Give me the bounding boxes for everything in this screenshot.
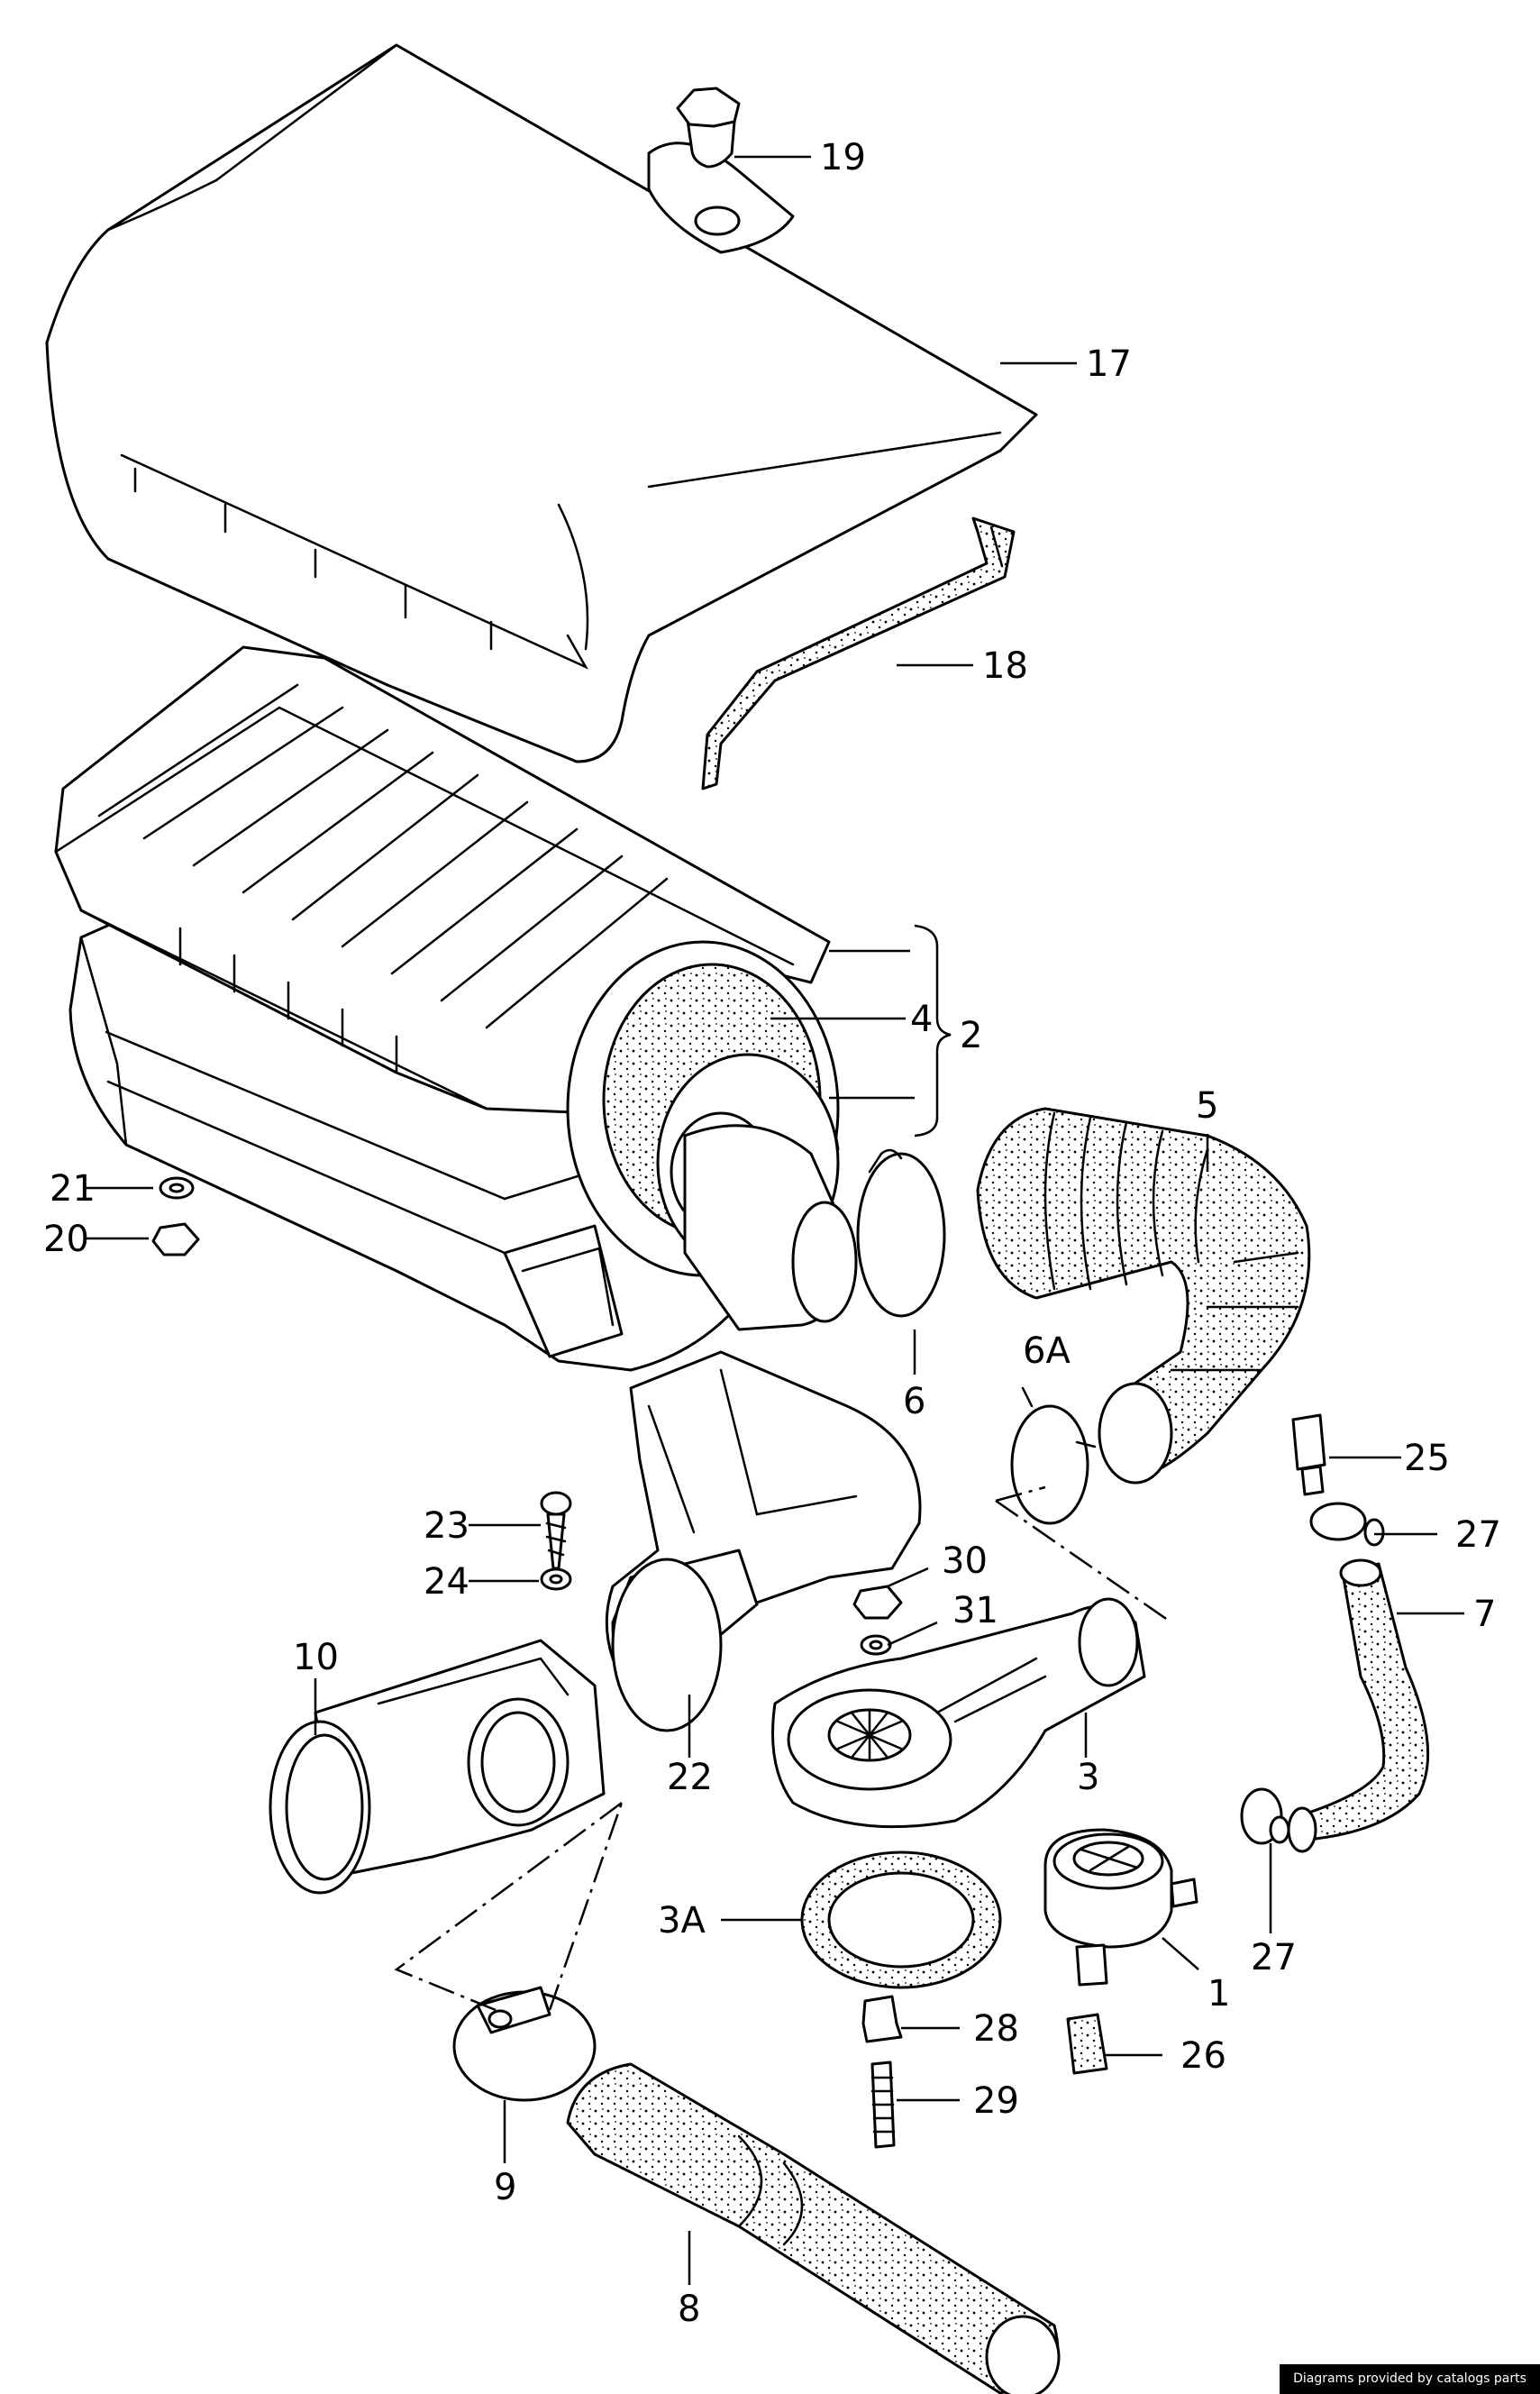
callout-8: 8 (678, 2289, 700, 2330)
callout-27-upper: 27 (1455, 1514, 1501, 1556)
washer-24 (540, 1567, 572, 1591)
leader-lines (86, 155, 1464, 2285)
breather-connector-25 (1291, 1413, 1326, 1496)
diagram-credit-badge: Diagrams provided by catalogs parts (1280, 2364, 1540, 2394)
callout-25: 25 (1404, 1438, 1450, 1479)
intake-elbow-22 (605, 1350, 922, 1732)
nut-20 (151, 1222, 200, 1256)
callout-9: 9 (494, 2167, 516, 2208)
callout-30: 30 (942, 1540, 988, 1582)
cap-26 (1066, 2013, 1108, 2075)
callout-31: 31 (952, 1590, 998, 1631)
callout-3a: 3A (658, 1900, 706, 1942)
callout-23: 23 (424, 1505, 469, 1547)
intake-hose-8 (566, 2062, 1061, 2394)
cover-seal (701, 516, 1016, 790)
screw-23 (540, 1491, 572, 1570)
hose-clamp-6 (856, 1148, 946, 1318)
breather-hose-7 (1287, 1558, 1430, 1853)
callout-4: 4 (910, 999, 933, 1040)
stud-29 (870, 2060, 896, 2149)
callout-6a: 6A (1023, 1330, 1071, 1372)
grommet-28 (861, 1995, 903, 2043)
assembly-lines (394, 1485, 1172, 2012)
callout-5: 5 (1196, 1085, 1218, 1127)
intake-resonator-3 (771, 1597, 1146, 1829)
pressure-valve-1 (1043, 1828, 1198, 1987)
hose-clamp-6a (1010, 1386, 1097, 1525)
callout-10: 10 (293, 1637, 339, 1678)
callout-6: 6 (903, 1381, 925, 1422)
cover-knob (676, 87, 741, 169)
callout-27-lower: 27 (1251, 1937, 1297, 1978)
air-cleaner-cover (45, 43, 1038, 763)
callout-bracket-2 (914, 924, 952, 1138)
callout-26: 26 (1180, 2035, 1226, 2077)
callout-19: 19 (820, 137, 866, 178)
corrugated-intake-hose (976, 1107, 1311, 1485)
callout-24: 24 (424, 1561, 469, 1603)
washer-31 (860, 1634, 892, 1656)
callout-29: 29 (973, 2080, 1019, 2122)
hose-clip-27-lower (1240, 1787, 1290, 1845)
air-mass-meter (269, 1639, 606, 1895)
nut-30 (852, 1585, 903, 1620)
callout-7: 7 (1473, 1594, 1496, 1635)
callout-18: 18 (982, 645, 1028, 687)
callout-labels: 19 17 18 4 2 5 21 20 6 6A 25 27 7 23 24 … (43, 137, 1501, 2330)
seal-ring-3a (800, 1850, 1002, 1989)
housing-outlet-pipe (683, 1124, 858, 1331)
hose-clamp-9 (452, 1986, 597, 2102)
callout-20: 20 (43, 1219, 89, 1260)
callout-17: 17 (1086, 343, 1132, 385)
callout-22: 22 (667, 1757, 713, 1798)
callout-1: 1 (1207, 1973, 1230, 2015)
washer-21 (159, 1176, 195, 1200)
callout-2: 2 (960, 1015, 982, 1056)
hose-clip-27-upper (1309, 1502, 1385, 1547)
callout-3: 3 (1077, 1757, 1099, 1798)
callout-21: 21 (50, 1168, 96, 1210)
callout-28: 28 (973, 2008, 1019, 2050)
